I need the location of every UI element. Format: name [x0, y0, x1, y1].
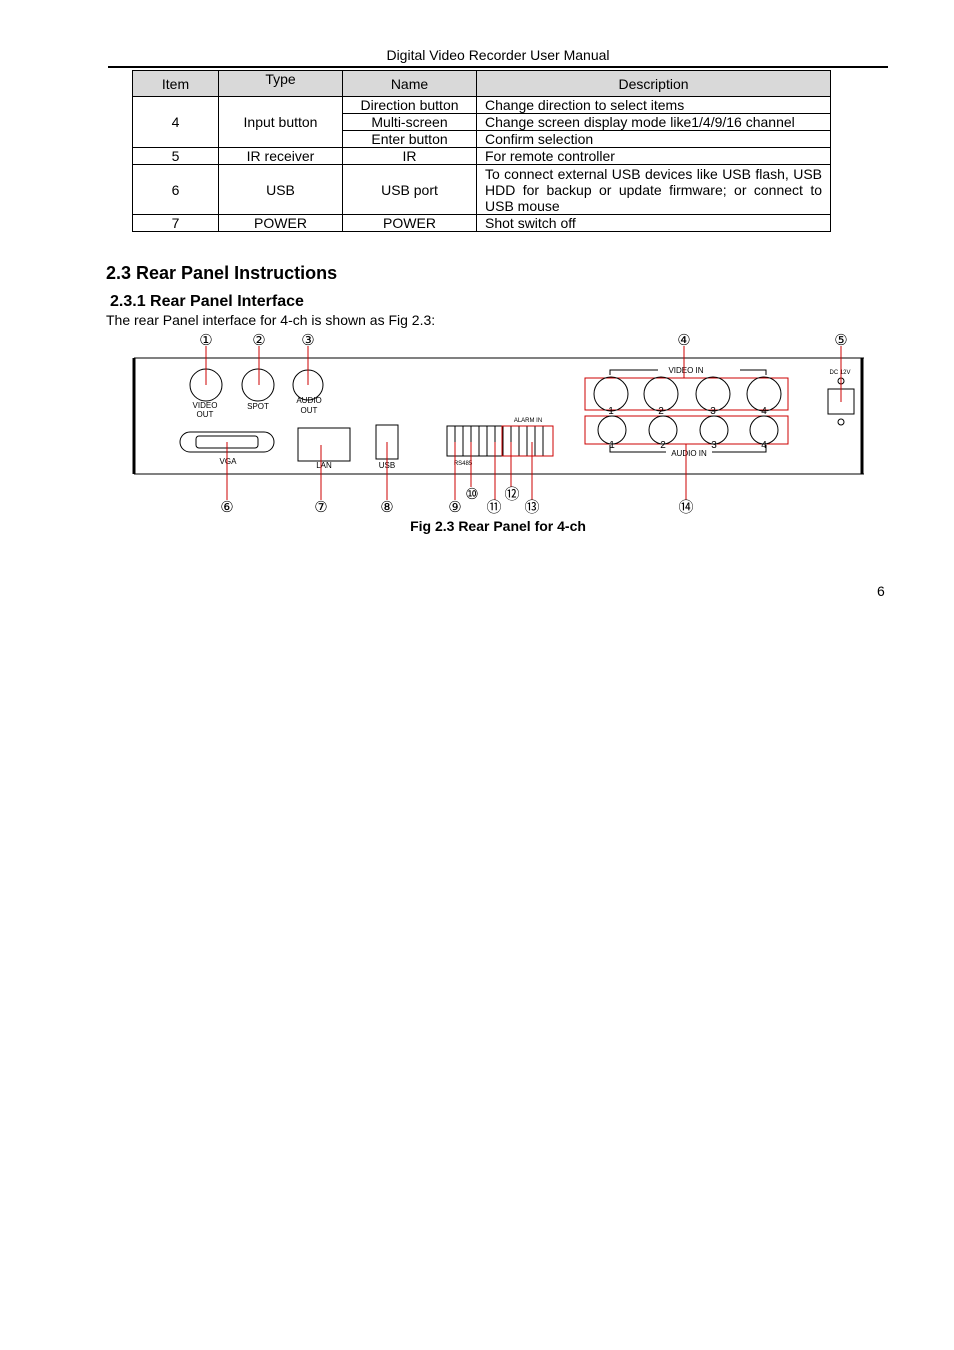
lan-connector [297, 427, 351, 462]
label-alarm-in: ALARM IN [514, 418, 542, 424]
subsection-heading: 2.3.1 Rear Panel Interface [110, 293, 304, 310]
video-in-ch3: 3 [710, 406, 716, 417]
video-in-connector-2 [643, 376, 679, 412]
label-video-in: VIDEO IN [668, 366, 703, 375]
cell-description: Confirm selection [476, 130, 831, 148]
video-in-bracket [609, 369, 767, 375]
cell-name: Direction button [342, 96, 477, 114]
cell-type: POWER [218, 214, 343, 232]
cell-description: Change direction to select items [476, 96, 831, 114]
video-in-connector-4 [746, 376, 782, 412]
cell-item: 4 [132, 96, 219, 148]
cell-name: IR [342, 147, 477, 165]
col-header-item: Item [132, 70, 219, 97]
audio-in-connector-1 [597, 415, 627, 445]
table-row: 6 USB USB port To connect external USB d… [132, 164, 831, 215]
label-lan: LAN [316, 461, 332, 470]
video-in-connector-1 [593, 376, 629, 412]
cell-description: Change screen display mode like1/4/9/16 … [476, 113, 831, 131]
label-rs485: RS485 [454, 461, 473, 467]
section-heading: 2.3 Rear Panel Instructions [106, 263, 338, 283]
figure-caption: Fig 2.3 Rear Panel for 4-ch [410, 518, 586, 534]
callout-2: ② [252, 332, 265, 349]
cell-type: Input button [218, 96, 343, 148]
cell-description: Shot switch off [476, 214, 831, 232]
table-row: 4 Input button Direction button Change d… [132, 96, 831, 148]
cell-description: For remote controller [476, 147, 831, 165]
cell-type: USB [218, 164, 343, 215]
callout-14: ⑭ [678, 499, 693, 516]
callout-8: ⑧ [380, 499, 393, 516]
video-in-connector-3 [695, 376, 731, 412]
video-in-highlight [584, 377, 789, 411]
label-audio-out-1: AUDIO [296, 396, 321, 405]
video-in-ch2: 2 [658, 406, 664, 417]
audio-in-highlight [584, 415, 789, 445]
header-rule [108, 66, 888, 68]
terminal-block [446, 425, 554, 457]
callout-11: ⑪ [486, 499, 501, 516]
cell-item: 7 [132, 214, 219, 232]
spot-connector [241, 368, 275, 402]
cell-item: 6 [132, 164, 219, 215]
table-row: 7 POWER POWER Shot switch off [132, 214, 831, 232]
col-header-type: Type [218, 70, 343, 97]
col-header-description: Description [476, 70, 831, 97]
audio-in-ch1: 1 [609, 440, 615, 451]
audio-in-ch3: 3 [711, 440, 717, 451]
audio-in-connector-3 [699, 415, 729, 445]
intro-paragraph: The rear Panel interface for 4-ch is sho… [106, 312, 436, 328]
callout-7: ⑦ [314, 499, 327, 516]
video-in-ch4: 4 [761, 406, 767, 417]
label-vga: VGA [220, 457, 238, 466]
label-audio-out-2: OUT [301, 406, 318, 415]
panel-body [132, 357, 864, 475]
label-video-out-1: VIDEO [193, 401, 218, 410]
rear-panel-figure: VIDEO OUT SPOT AUDIO OUT VGA LAN USB RS4… [132, 332, 864, 516]
callout-lines [205, 346, 842, 500]
alarm-highlight [501, 425, 554, 457]
label-audio-in: AUDIO IN [671, 449, 707, 458]
col-header-name: Name [342, 70, 477, 97]
audio-in-connector-2 [648, 415, 678, 445]
cell-type: IR receiver [218, 147, 343, 165]
label-video-out-2: OUT [197, 410, 214, 419]
cell-name: Enter button [342, 130, 477, 148]
page-number: 6 [877, 583, 885, 599]
table-row: 5 IR receiver IR For remote controller [132, 147, 831, 165]
callout-4: ④ [677, 332, 690, 349]
audio-in-bracket [609, 445, 767, 453]
callout-9: ⑨ [448, 499, 461, 516]
cell-name: Multi-screen [342, 113, 477, 131]
callout-13: ⑬ [524, 499, 539, 516]
label-dc: DC 12V [829, 370, 850, 376]
label-spot: SPOT [247, 402, 269, 411]
callout-6: ⑥ [220, 499, 233, 516]
callout-3: ③ [301, 332, 314, 349]
running-header: Digital Video Recorder User Manual [386, 47, 610, 63]
cell-item: 5 [132, 147, 219, 165]
table-header-row: Item Type Name Description [132, 70, 831, 97]
audio-in-connector-4 [749, 415, 779, 445]
audio-in-ch4: 4 [761, 440, 767, 451]
video-in-ch1: 1 [608, 406, 614, 417]
cell-description: To connect external USB devices like USB… [476, 164, 831, 215]
spec-table: Item Type Name Description 4 Input butto… [132, 70, 831, 232]
callout-5: ⑤ [834, 332, 847, 349]
ir-receiver [837, 418, 845, 426]
cell-name: POWER [342, 214, 477, 232]
callout-12: ⑫ [504, 486, 519, 503]
audio-in-ch2: 2 [660, 440, 666, 451]
callout-1: ① [199, 332, 212, 349]
cell-name: USB port [342, 164, 477, 215]
callout-10: ⑩ [465, 486, 478, 503]
